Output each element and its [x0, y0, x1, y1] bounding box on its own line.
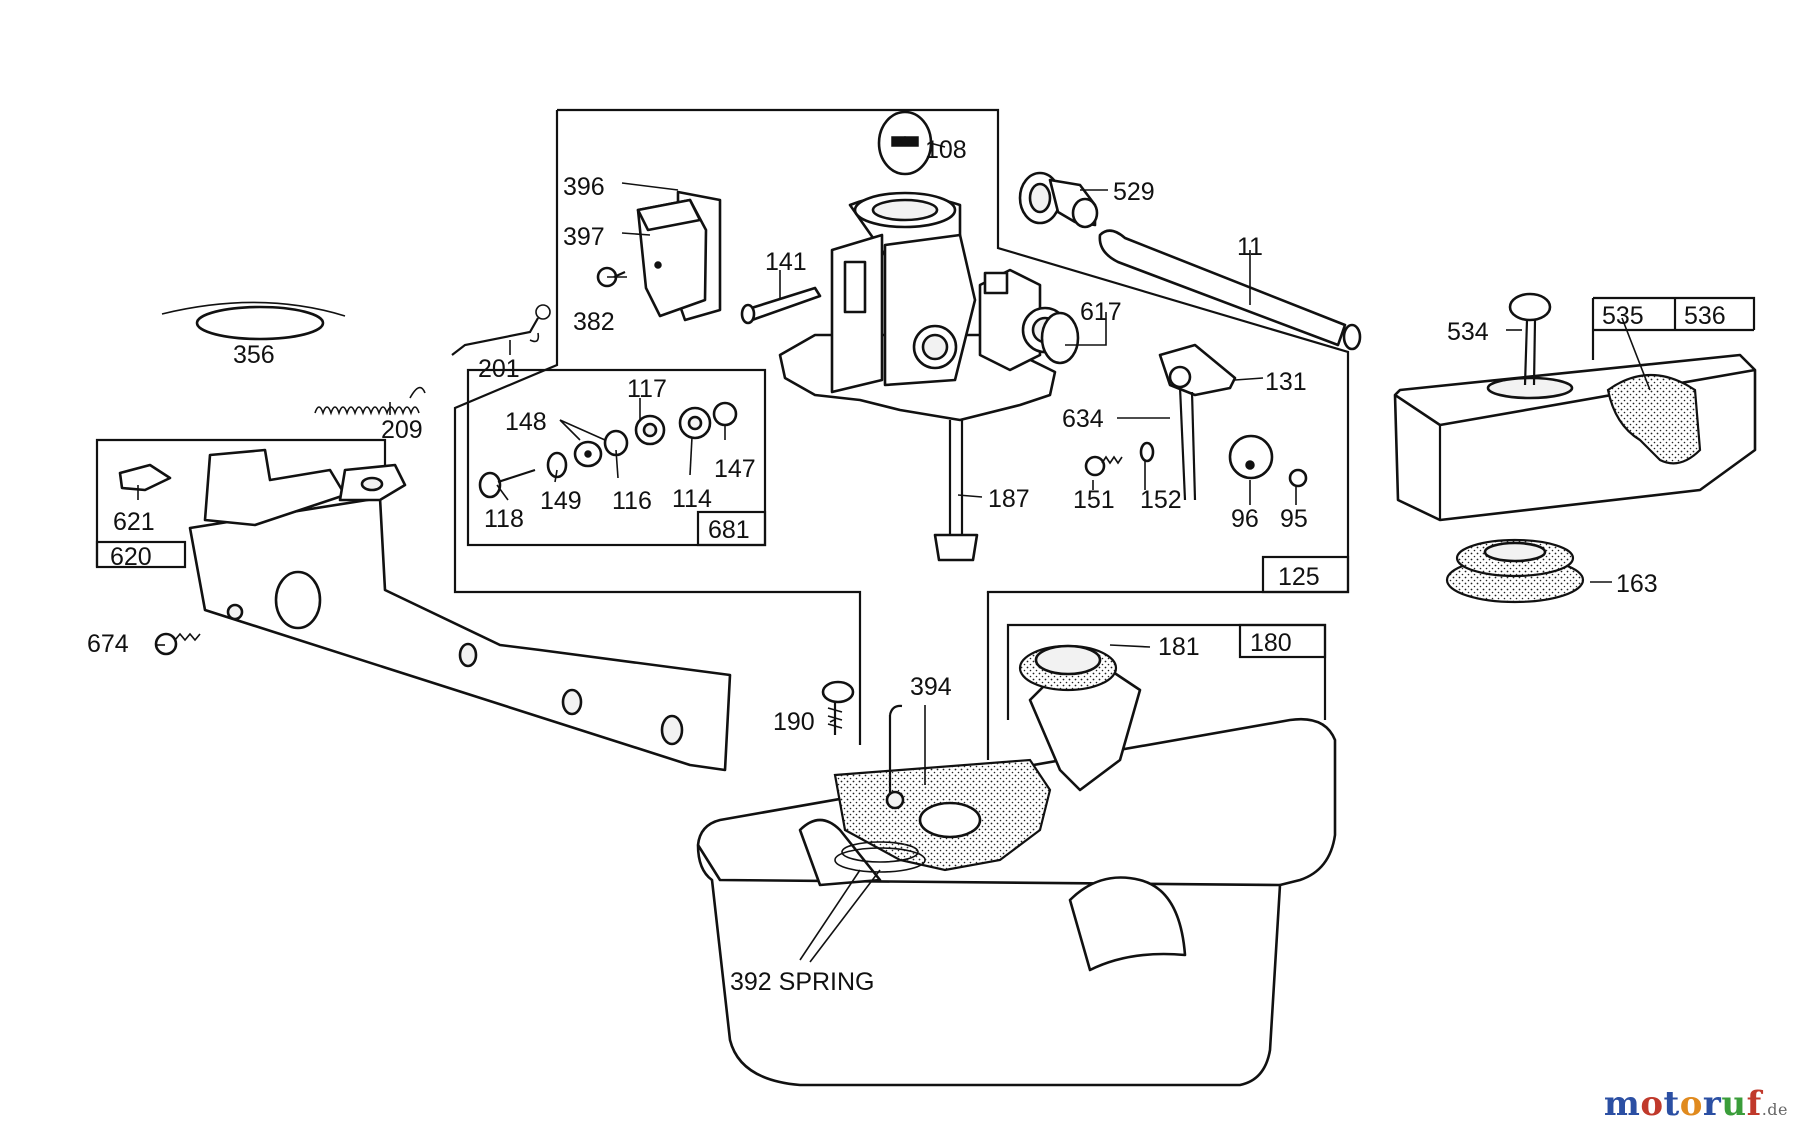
- part-190-screw: [821, 680, 855, 735]
- label-674: 674: [87, 630, 129, 658]
- part-536-air-cleaner: [1393, 353, 1757, 522]
- group-outline-125: [453, 108, 1350, 760]
- part-201-throttle-link: [451, 304, 551, 356]
- part-356-gasket: [161, 301, 346, 341]
- part-209-spring: [314, 386, 426, 416]
- group-outline-620: [95, 438, 387, 569]
- part-674-screw: [154, 632, 201, 656]
- label-529: 529: [1113, 178, 1155, 206]
- part-181-filler-neck: [1018, 644, 1142, 792]
- label-131: 131: [1265, 368, 1307, 396]
- label-181: 181: [1158, 633, 1200, 661]
- group-outline-535-536: [1591, 296, 1756, 360]
- part-131-634-choke-lever: [1084, 343, 1308, 501]
- label-163: 163: [1616, 570, 1658, 598]
- label-149: 149: [540, 487, 582, 515]
- box-label-535: 535: [1602, 302, 1644, 330]
- watermark-letter: r: [1702, 1084, 1722, 1124]
- label-394: 394: [910, 673, 952, 701]
- label-141: 141: [765, 248, 807, 276]
- part-529-elbow-fitting: [1018, 171, 1099, 229]
- label-201: 201: [478, 355, 520, 383]
- part-620-control-bracket: [118, 448, 732, 772]
- part-396-397-choke-plate: [636, 190, 722, 322]
- part-392-spring: [834, 841, 926, 873]
- box-label-125: 125: [1278, 563, 1320, 591]
- part-labels: 108 396 397 382 141 529 11 617 356 201 2…: [87, 136, 1726, 996]
- box-label-620: 620: [110, 543, 152, 571]
- label-151: 151: [1073, 486, 1115, 514]
- part-141-shaft: [740, 286, 822, 325]
- box-label-180: 180: [1250, 629, 1292, 657]
- label-621: 621: [113, 508, 155, 536]
- label-11: 11: [1237, 233, 1263, 261]
- label-148: 148: [505, 408, 547, 436]
- label-114: 114: [672, 485, 712, 513]
- label-147: 147: [714, 455, 756, 483]
- watermark-letter: t: [1663, 1084, 1680, 1124]
- label-209: 209: [381, 416, 423, 444]
- watermark-letter: o: [1679, 1084, 1703, 1124]
- label-397: 397: [563, 223, 605, 251]
- part-carburetor-body: [778, 191, 1069, 422]
- label-117: 117: [627, 375, 667, 403]
- box-label-681: 681: [708, 516, 750, 544]
- part-163-filter: [1445, 538, 1585, 604]
- box-label-536: 536: [1684, 302, 1726, 330]
- watermark-text: motoruf: [1604, 1084, 1762, 1124]
- label-152: 152: [1140, 486, 1182, 514]
- label-108: 108: [925, 136, 967, 164]
- watermark-letter: f: [1746, 1084, 1762, 1124]
- part-534-dipstick: [1508, 292, 1552, 386]
- label-356: 356: [233, 341, 275, 369]
- part-11-fuel-pipe: [1098, 229, 1362, 351]
- label-382: 382: [573, 308, 615, 336]
- leader-lines: [137, 142, 1651, 963]
- part-617-clamp: [1040, 311, 1080, 365]
- watermark-letter: o: [1640, 1084, 1664, 1124]
- label-392-spring: 392 SPRING: [730, 968, 875, 996]
- label-187: 187: [988, 485, 1030, 513]
- label-118: 118: [484, 505, 524, 533]
- label-396: 396: [563, 173, 605, 201]
- group-outline-681: [466, 368, 767, 547]
- watermark-suffix: .de: [1761, 1100, 1788, 1119]
- group-outline-180: [1006, 623, 1327, 720]
- part-108-throttle-plate: [877, 110, 933, 176]
- part-187-fuel-pipe: [933, 420, 979, 562]
- watermark-letter: u: [1721, 1084, 1747, 1124]
- label-96: 96: [1231, 505, 1259, 533]
- label-95: 95: [1280, 505, 1308, 533]
- site-watermark: motoruf.de: [1604, 1084, 1788, 1124]
- label-190: 190: [773, 708, 815, 736]
- label-617: 617: [1080, 298, 1122, 326]
- label-116: 116: [612, 487, 652, 515]
- watermark-letter: m: [1603, 1084, 1641, 1124]
- label-634: 634: [1062, 405, 1104, 433]
- label-534: 534: [1447, 318, 1489, 346]
